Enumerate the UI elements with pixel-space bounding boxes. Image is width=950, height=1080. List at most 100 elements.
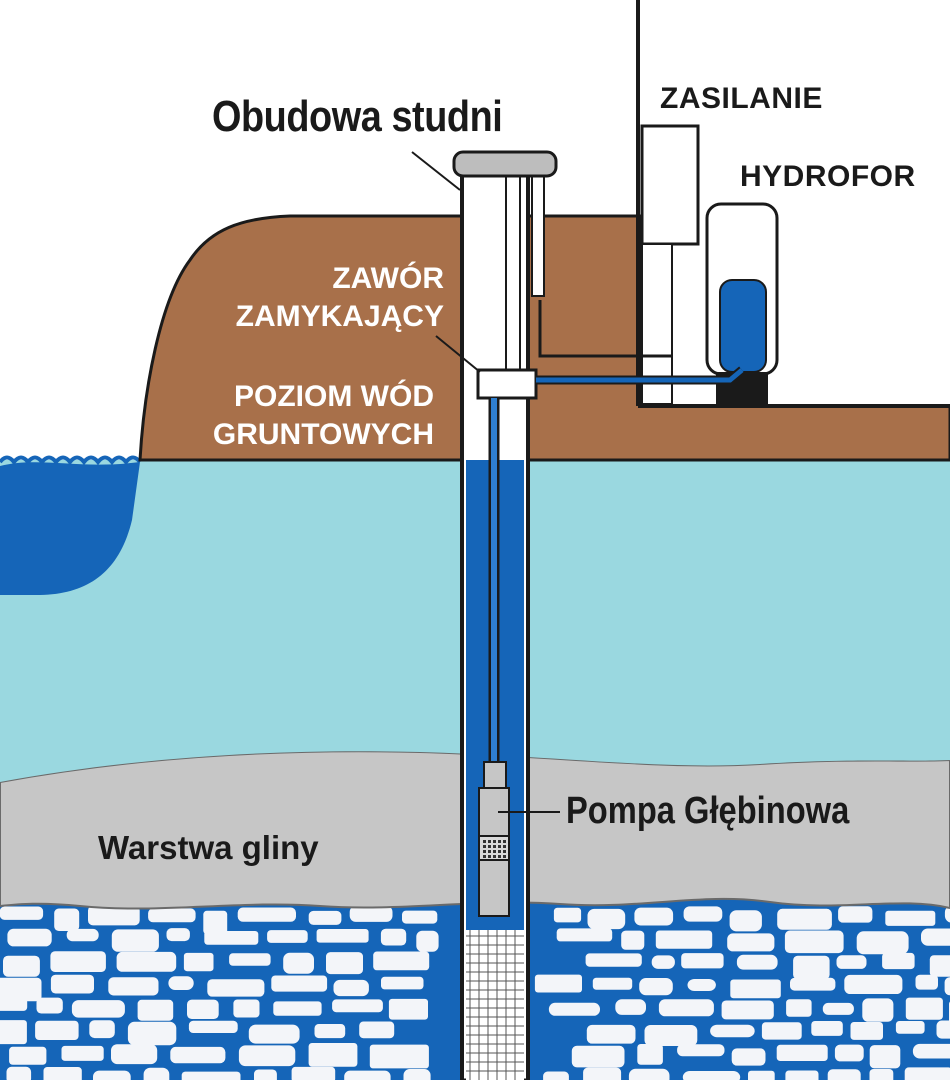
stone	[786, 999, 812, 1017]
stone	[904, 1067, 950, 1080]
stone	[271, 975, 328, 992]
stone	[850, 1022, 883, 1040]
stone	[326, 952, 363, 975]
stone	[66, 928, 99, 942]
pump-head	[483, 761, 507, 789]
stone	[0, 977, 42, 1002]
valve-label-line1: ZAWÓR	[332, 262, 444, 295]
stone	[61, 1045, 104, 1061]
stone	[344, 1070, 391, 1080]
stone	[9, 1046, 47, 1065]
grille-hole	[493, 840, 496, 843]
grille-hole	[498, 855, 501, 858]
valve-label-line2: ZAMYKAJĄCY	[235, 300, 444, 333]
stone	[639, 978, 673, 996]
stone	[373, 951, 430, 971]
stone	[793, 955, 830, 980]
stone	[166, 928, 190, 942]
stone	[108, 977, 159, 996]
stone	[148, 908, 196, 923]
pump-label: Pompa Głębinowa	[566, 790, 850, 832]
pressure-tank-water	[719, 279, 767, 373]
stone	[628, 1068, 670, 1080]
stone	[836, 955, 867, 969]
stone	[43, 1067, 82, 1080]
stone	[0, 997, 28, 1011]
stone	[380, 928, 407, 946]
stone	[592, 977, 633, 990]
stone	[229, 953, 271, 966]
stone	[308, 910, 342, 925]
shutoff-valve	[476, 368, 538, 400]
pump-motor	[478, 859, 510, 917]
outlet-pipe	[536, 368, 744, 383]
stone	[776, 1044, 828, 1061]
stone	[727, 933, 775, 952]
stone	[915, 974, 938, 990]
stone	[784, 930, 844, 954]
stone	[869, 1069, 894, 1080]
pressure-tank-label: HYDROFOR	[740, 160, 916, 193]
stone	[761, 1022, 802, 1040]
stone	[369, 1044, 429, 1069]
stone	[170, 1046, 226, 1064]
grille-hole	[503, 845, 506, 848]
stone	[416, 930, 439, 952]
stone	[651, 955, 675, 969]
stone	[882, 952, 915, 970]
stone	[50, 974, 94, 994]
stone	[944, 977, 950, 996]
stone	[89, 1020, 115, 1039]
well-filter-grid	[466, 930, 524, 1080]
stone	[291, 1066, 336, 1080]
stone	[168, 976, 194, 990]
stone	[388, 998, 428, 1020]
stone	[137, 999, 174, 1021]
grille-hole	[483, 840, 486, 843]
grille-hole	[488, 850, 491, 853]
stone	[844, 974, 903, 994]
grille-hole	[488, 840, 491, 843]
stone	[233, 999, 260, 1018]
stone	[731, 1048, 766, 1066]
stone	[0, 1020, 27, 1045]
stone	[811, 1021, 843, 1036]
stone	[687, 979, 716, 991]
stone	[254, 1069, 277, 1080]
stone	[267, 930, 308, 943]
stone	[621, 930, 645, 950]
stone	[677, 1044, 725, 1057]
grille-hole	[488, 855, 491, 858]
stone	[822, 1002, 854, 1015]
power-label: ZASILANIE	[660, 82, 823, 115]
stone	[936, 1020, 950, 1039]
stone	[885, 910, 936, 926]
grille-hole	[483, 845, 486, 848]
grille-hole	[503, 855, 506, 858]
leader-casing	[411, 151, 461, 191]
stone	[248, 1024, 300, 1044]
stone	[683, 906, 723, 922]
stone	[237, 907, 296, 922]
stone	[615, 999, 646, 1015]
stone	[183, 952, 214, 972]
stone	[856, 931, 909, 955]
stone	[729, 910, 762, 932]
stone	[93, 1070, 131, 1080]
grille-hole	[503, 850, 506, 853]
stone	[583, 1067, 622, 1080]
pump-intake-grille	[483, 840, 506, 858]
stone	[548, 1002, 600, 1016]
stone	[777, 908, 832, 930]
lake-waves	[0, 455, 142, 466]
stone	[187, 999, 219, 1019]
stone	[785, 1070, 819, 1080]
stone	[332, 999, 383, 1013]
stone	[349, 905, 393, 922]
stone	[721, 1000, 774, 1020]
stone	[333, 979, 369, 997]
stone	[111, 1044, 158, 1065]
stone	[710, 1024, 755, 1038]
